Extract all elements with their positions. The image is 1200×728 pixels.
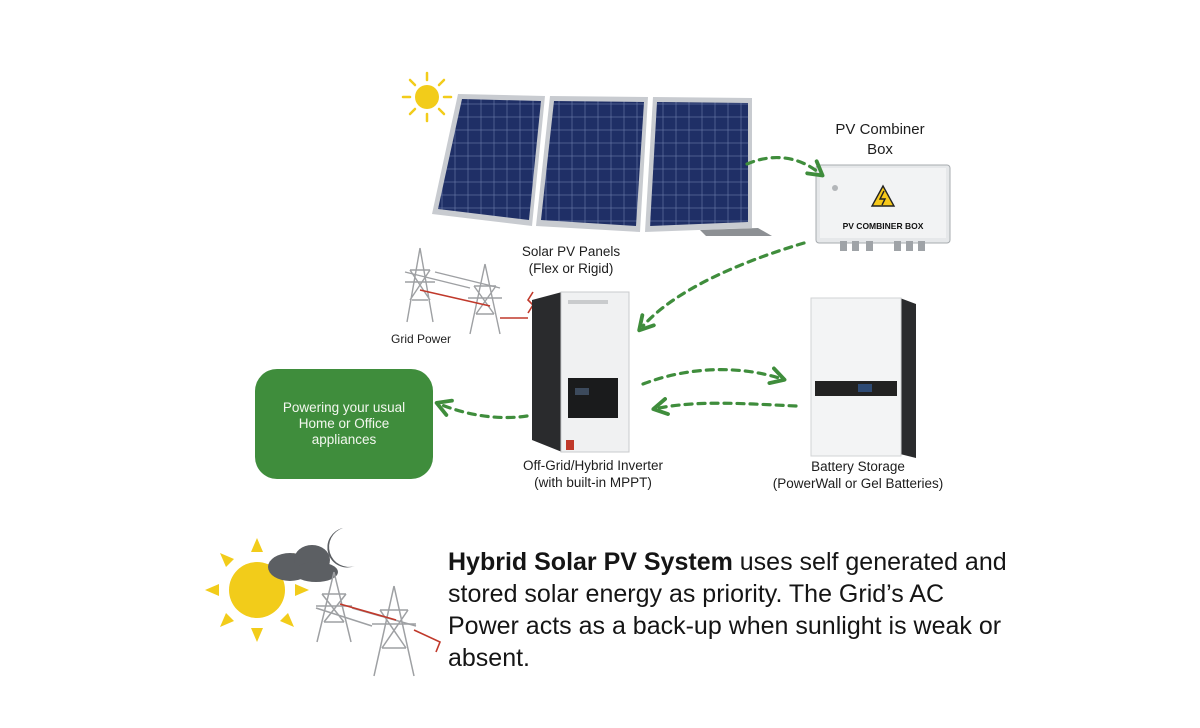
battery-label: Battery Storage (PowerWall or Gel Batter… [760,458,956,492]
arrow-battery-to-inverter [651,397,798,416]
battery-icon [810,297,916,458]
inverter-icon [532,291,630,453]
cloud-icon [268,545,338,582]
combiner-subtitle: Box [867,141,893,158]
inverter-label: Off-Grid/Hybrid Inverter (with built-in … [500,457,686,491]
solar-panel-icon [432,94,772,236]
grid-cable-bottom [339,603,442,653]
solar-panels-subtitle: (Flex or Rigid) [528,261,614,276]
battery-subtitle: (PowerWall or Gel Batteries) [772,476,944,491]
arrow-inverter-to-battery [641,366,787,386]
solar-panels-title: Solar PV Panels [521,244,621,259]
summary-title: Hybrid Solar PV System [448,548,733,576]
summary-text: Hybrid Solar PV System uses self generat… [448,546,1008,674]
combiner-plate-label: PV COMBINER BOX [843,221,924,231]
combiner-label: PV Combiner Box [810,120,950,160]
summary-body: uses self generated and stored solar ene… [448,548,1007,672]
combiner-box-icon: PV COMBINER BOX [815,164,951,251]
solar-panels-label: Solar PV Panels (Flex or Rigid) [496,243,646,277]
moon-icon [327,528,355,568]
inverter-subtitle: (with built-in MPPT) [534,475,652,490]
appliances-line-2: Home or Office [298,416,390,431]
battery-title: Battery Storage [811,459,905,474]
arrow-panels-to-combiner [745,156,825,178]
arrow-inverter-to-appliances [434,398,529,420]
inverter-title: Off-Grid/Hybrid Inverter [522,458,664,473]
arrow-combiner-to-inverter [637,241,806,333]
appliances-box: Powering your usual Home or Office appli… [255,369,433,479]
warning-icon [870,184,896,207]
grid-to-inverter-cable [500,291,535,319]
grid-cable [419,289,491,307]
transmission-tower-icon [404,247,502,335]
transmission-tower-icon [315,571,417,677]
sun-icon [401,71,453,123]
combiner-title: PV Combiner [835,121,925,138]
appliances-line-3: appliances [311,432,377,447]
appliances-line-1: Powering your usual [282,400,406,415]
grid-power-label: Grid Power [391,332,452,346]
